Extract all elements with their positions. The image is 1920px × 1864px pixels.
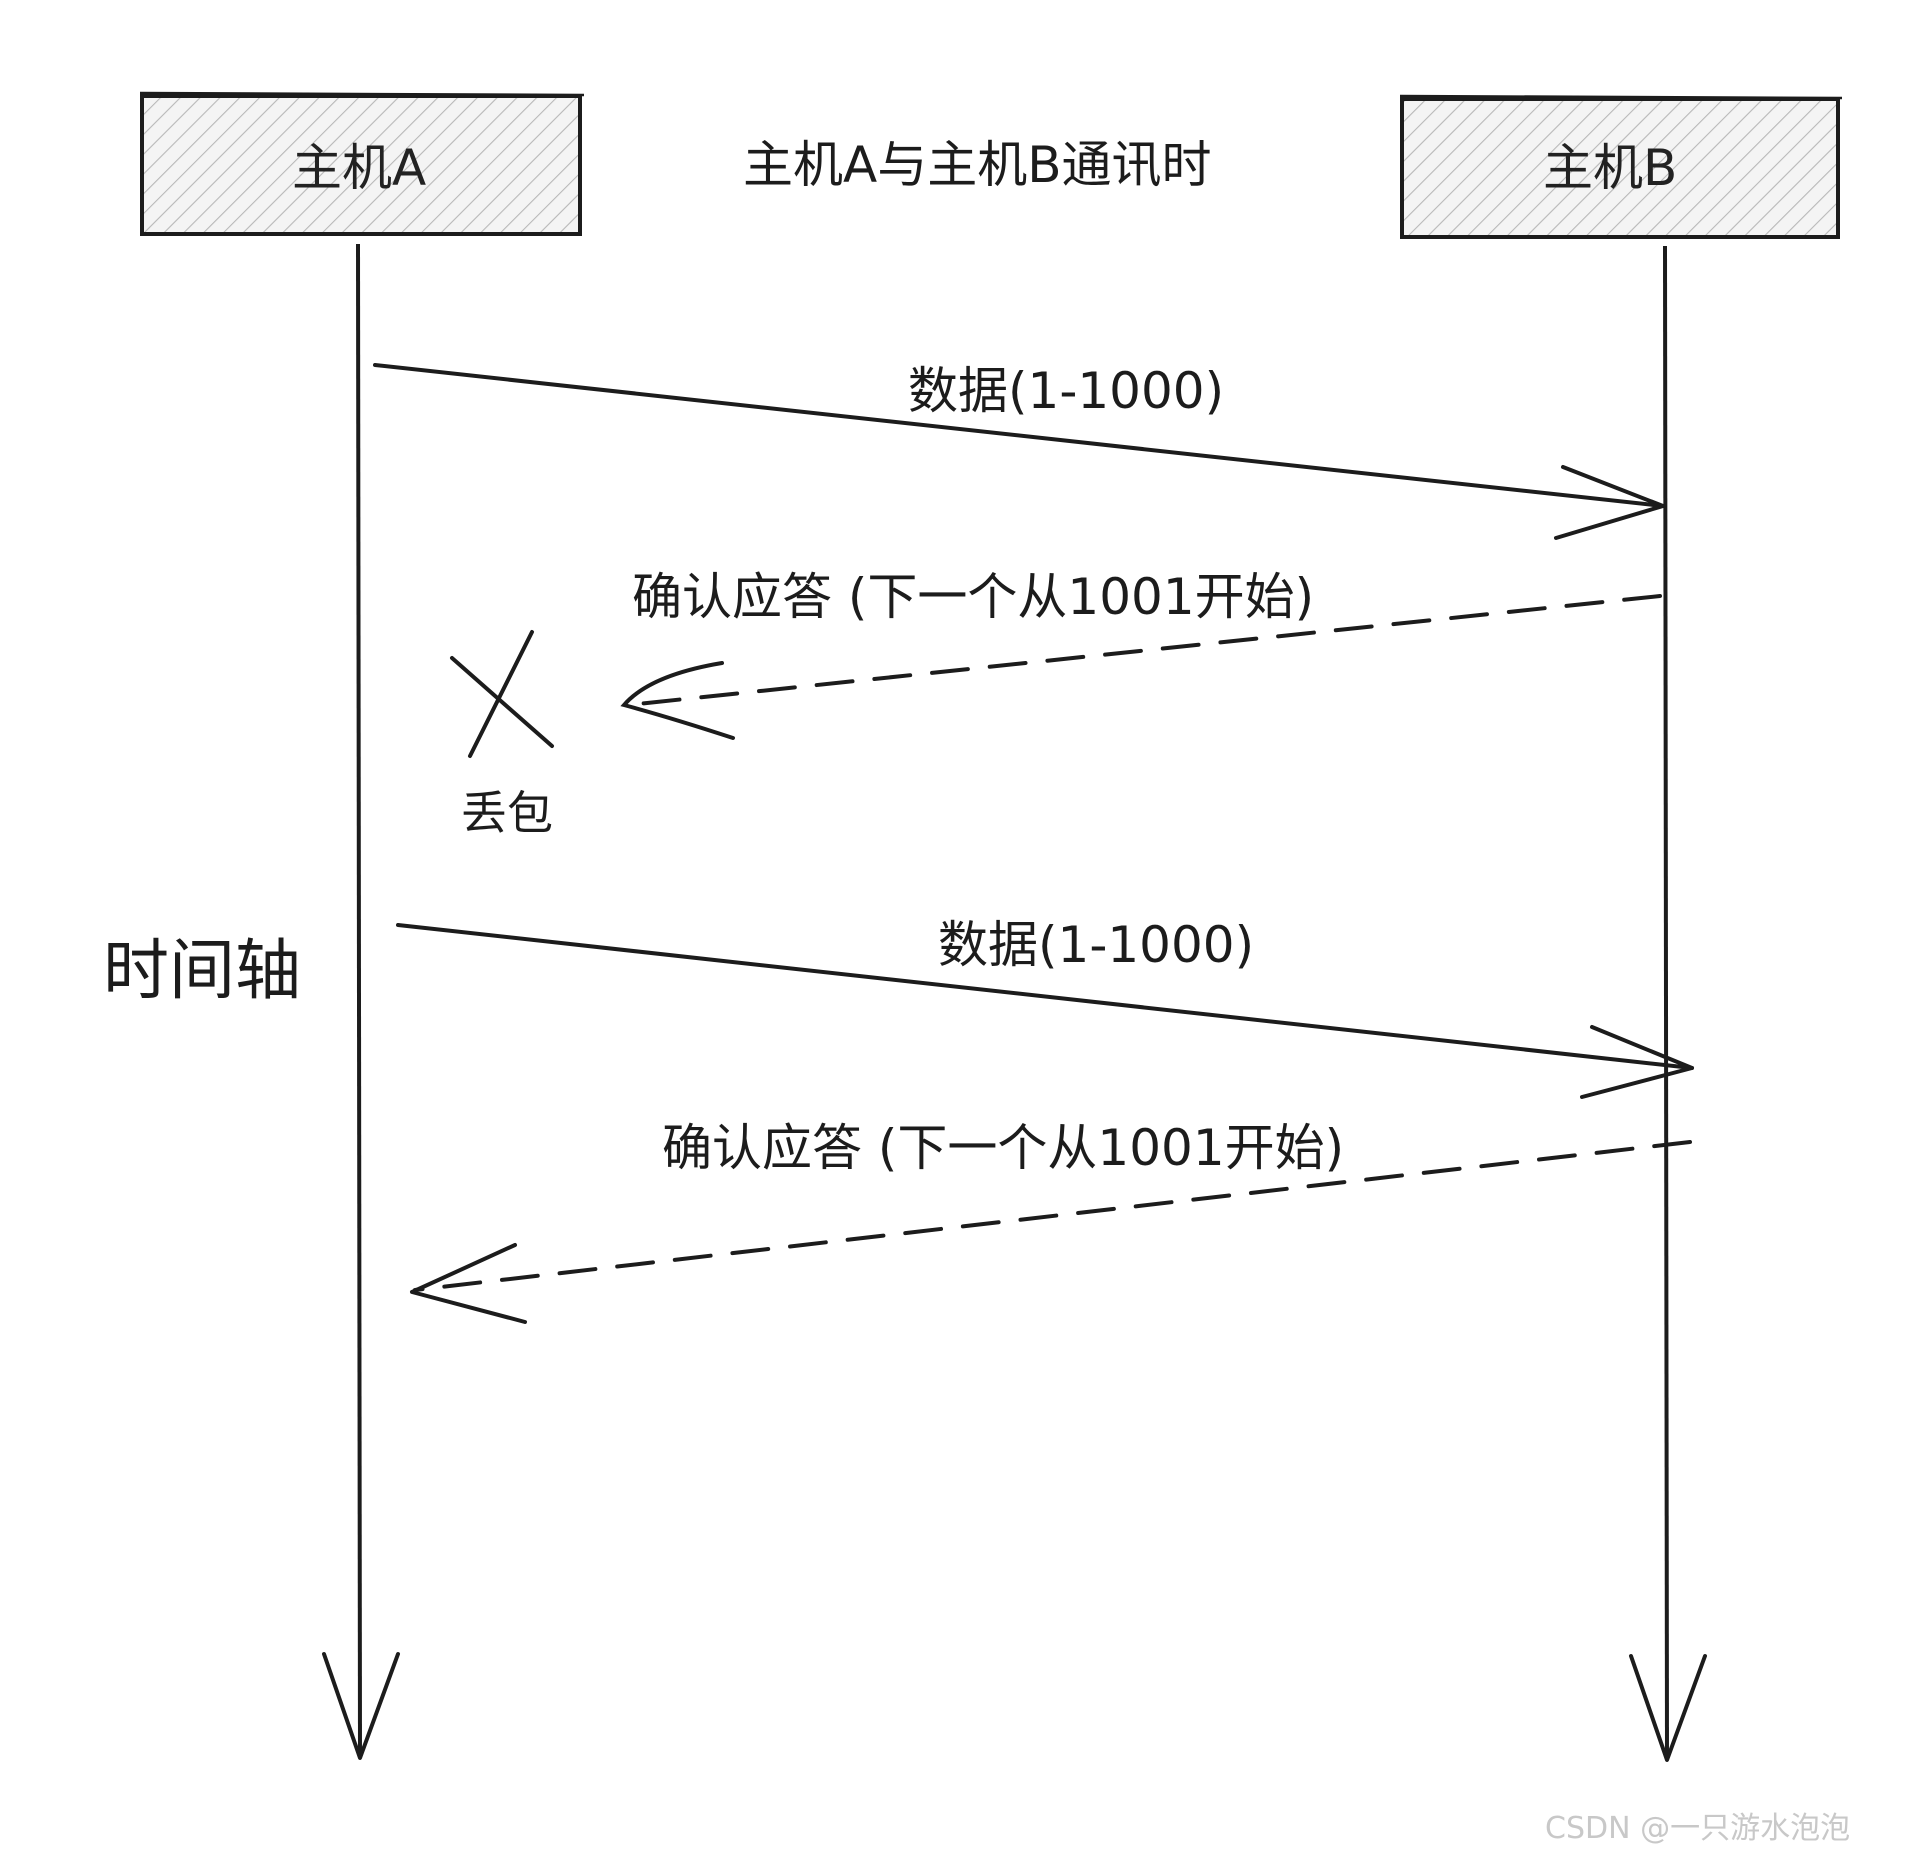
host-a-box <box>139 91 585 236</box>
message-3-arrow <box>396 923 1694 1099</box>
packet-loss-label: 丢包 <box>461 786 553 840</box>
message-3-label: 数据(1-1000) <box>938 916 1255 974</box>
host-a-label: 主机A <box>292 139 427 197</box>
diagram-title: 主机A与主机B通讯时 <box>743 136 1212 194</box>
message-4-arrow <box>410 1140 1692 1324</box>
lifeline-b <box>1629 245 1707 1762</box>
message-2-arrow <box>620 594 1662 740</box>
message-1-arrow <box>373 363 1665 540</box>
time-axis-label: 时间轴 <box>103 932 301 1009</box>
host-b-label: 主机B <box>1543 139 1678 197</box>
watermark: CSDN @一只游水泡泡 <box>1545 1811 1851 1846</box>
message-4-label: 确认应答 (下一个从1001开始) <box>662 1119 1345 1177</box>
message-1-label: 数据(1-1000) <box>908 362 1225 420</box>
host-b-box <box>1399 94 1843 239</box>
packet-loss-cross <box>450 630 554 758</box>
message-2-label: 确认应答 (下一个从1001开始) <box>632 568 1315 626</box>
lifeline-a <box>322 243 400 1760</box>
